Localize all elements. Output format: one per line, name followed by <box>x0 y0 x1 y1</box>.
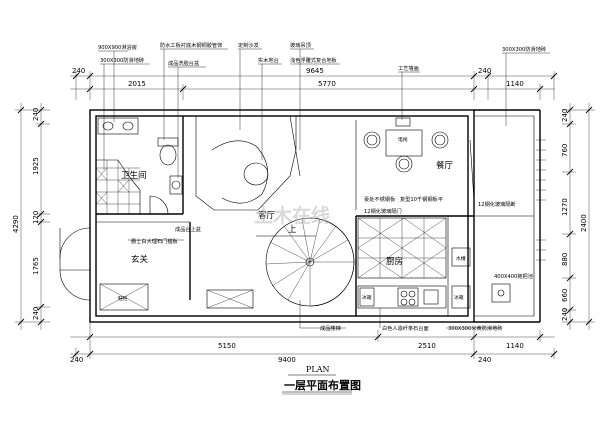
stair-up-label: 上 <box>288 225 297 235</box>
room-label-living: 客厅 <box>258 210 276 221</box>
label-right-tile: 300X300防滑地砖 <box>502 45 546 53</box>
right-dimension-chain: 240 760 1270 2400 880 660 240 <box>561 103 595 330</box>
dim-right-seg1: 760 <box>561 144 569 157</box>
dim-right-seg4: 660 <box>561 289 569 302</box>
label-floor: 浅色浮雕式复合地板 <box>290 56 338 64</box>
dim-bot-seg1: 5150 <box>218 342 236 350</box>
washer-label: 冰箱 <box>362 294 372 301</box>
label-pipe: 防水工板衬底木钢铜胶管饰 <box>160 41 222 49</box>
label-countertop: 白色人造纤条石台面 <box>382 324 429 332</box>
dim-left-bottom: 240 <box>32 307 40 320</box>
dim-bot-seg3: 1140 <box>506 342 524 350</box>
foyer: 玄关 鞋柜 <box>59 222 254 311</box>
label-wall-art: 工艺墙画 <box>398 64 419 72</box>
dim-right-overall: 2400 <box>580 214 588 232</box>
dining-area: 电视 餐厅 <box>355 116 475 210</box>
shoe-cabinet-label: 鞋柜 <box>118 295 128 302</box>
kitchen: 冰箱 厨房 水槽 冰箱 <box>355 215 534 316</box>
dim-bot-overall: 9400 <box>278 356 296 364</box>
dim-right-seg3: 880 <box>561 253 569 266</box>
room-label-dining: 餐厅 <box>436 161 454 171</box>
label-platform: 实木地台 <box>258 56 279 64</box>
dim-right-seg2: 1270 <box>561 198 569 216</box>
annotations: 900X900淋浴房 300X300防滑地砖 防水工板衬底木钢铜胶管饰 成品洗脸… <box>98 41 550 332</box>
label-mop-pool: 400X400拖把池 <box>494 272 533 280</box>
left-dimension-chain: 4290 240 1925 120 1765 240 <box>12 103 50 330</box>
label-sofa: 定制沙发 <box>238 41 259 49</box>
dim-top-seg3: 1140 <box>506 80 524 88</box>
room-label-kitchen: 厨房 <box>386 256 403 267</box>
dim-top-seg1: 2015 <box>128 80 146 88</box>
label-basin: 成品洗脸台盆 <box>168 59 200 67</box>
label-steel2: 复型10千钢钢板平 <box>400 195 443 203</box>
label-counter-basin: 成品台上盆 <box>175 225 202 233</box>
dim-left-overall: 4290 <box>12 215 20 233</box>
label-shower: 900X900淋浴房 <box>98 43 137 51</box>
dim-top-right-ext: 240 <box>478 67 491 75</box>
drawing-title: PLAN 一层平面布置图 <box>282 365 361 395</box>
watermark: 土木在线 <box>254 204 330 227</box>
dim-bot-right-ext: 240 <box>478 356 491 364</box>
label-steel: 豪处不锈钢板 <box>364 195 396 203</box>
label-glass-partition: 12钢化玻璃隔断 <box>478 200 516 208</box>
room-label-foyer: 玄关 <box>131 254 149 265</box>
sink-label: 水槽 <box>456 255 466 262</box>
bathroom: 卫生间 <box>95 116 190 223</box>
dim-bot-left-ext: 240 <box>70 356 83 364</box>
watermark-text: 土木在线 <box>254 204 330 227</box>
dim-left-seg1: 1925 <box>32 157 40 175</box>
label-bath-tile: 300X300防滑地砖 <box>100 56 144 64</box>
dim-left-top: 240 <box>32 108 40 121</box>
label-ceiling: 玻璃吊顶 <box>290 41 311 49</box>
label-glass-door: 12钢化玻璃隔门 <box>364 207 402 215</box>
plan-title: 一层平面布置图 <box>284 378 361 392</box>
dim-bot-seg2: 2510 <box>418 342 436 350</box>
dim-right-top: 240 <box>561 109 569 122</box>
bottom-dimension-chain: 5150 2510 1140 240 9400 240 <box>70 322 558 364</box>
living-sofa-platform <box>195 115 301 211</box>
dim-top-seg2: 5770 <box>318 80 336 88</box>
plan-caption: PLAN <box>306 365 329 374</box>
top-dimension-chain: 240 9645 240 2015 5770 1140 <box>70 67 558 100</box>
fridge-label: 冰箱 <box>454 294 464 301</box>
dim-top-left-ext: 240 <box>72 67 85 75</box>
dim-right-bottom: 240 <box>561 308 569 321</box>
dim-top-overall: 9645 <box>306 67 324 75</box>
room-label-bathroom: 卫生间 <box>121 170 147 181</box>
dining-table-text: 电视 <box>398 136 408 143</box>
dim-left-seg3: 1765 <box>32 257 40 275</box>
dim-left-seg2: 120 <box>32 211 40 224</box>
spiral-staircase: 上 客厅 <box>256 210 355 307</box>
label-marble-sill: 爵士白大理石门槛板 <box>131 237 179 245</box>
